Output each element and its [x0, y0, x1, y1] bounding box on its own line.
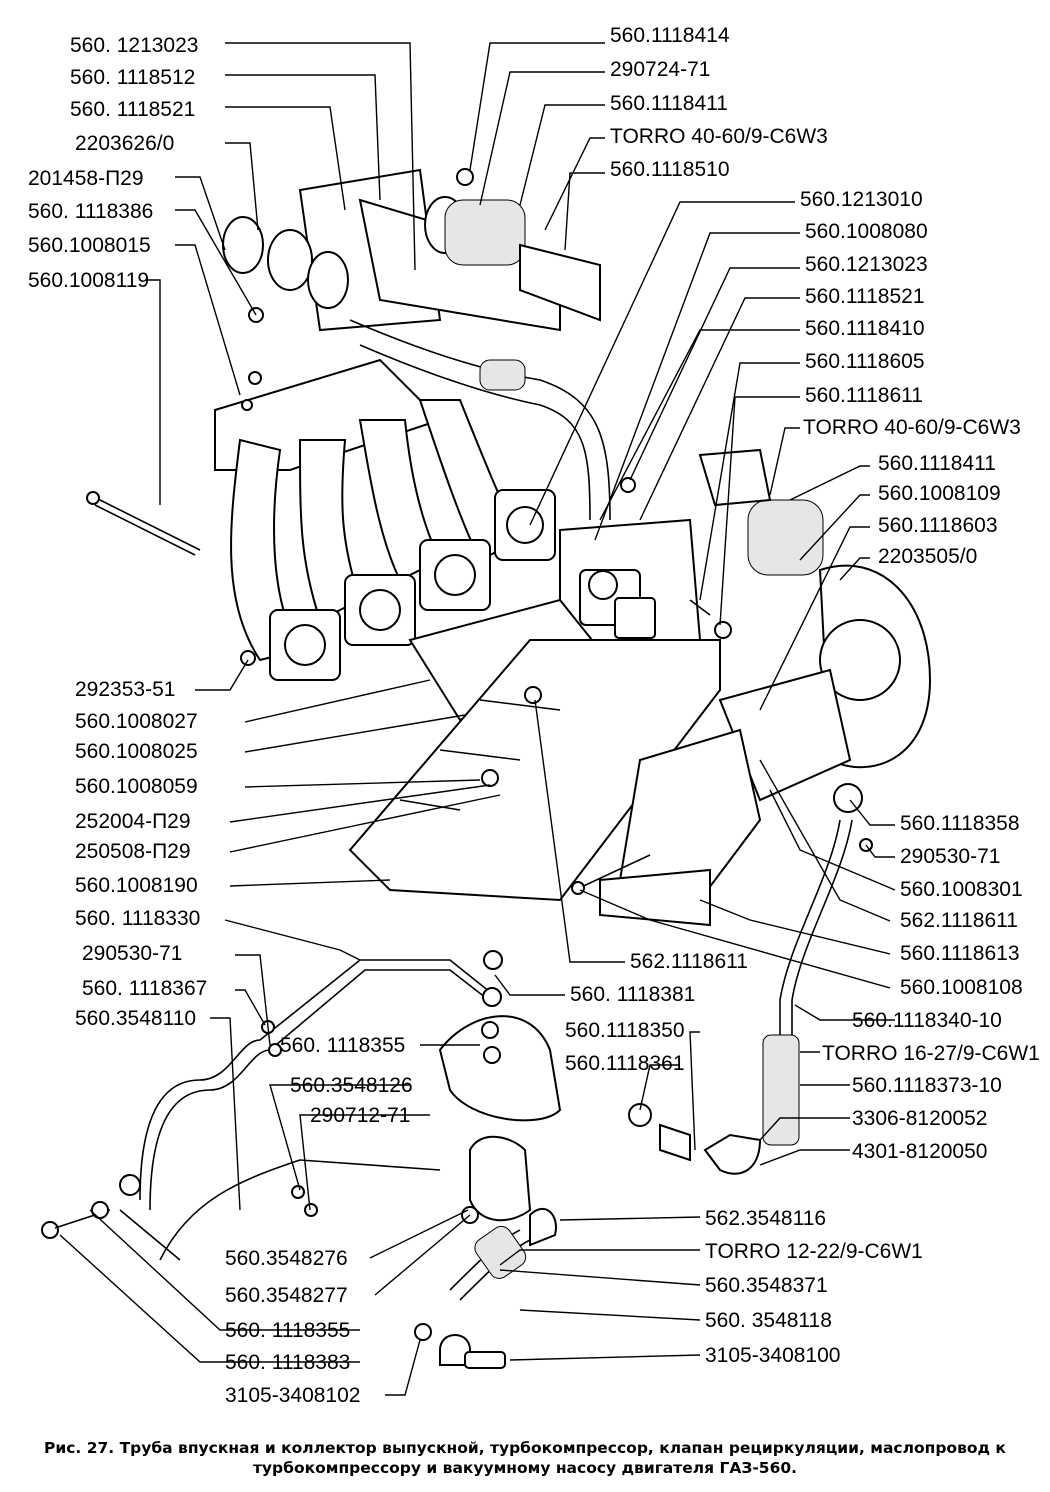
part-label: 560.1213010 [800, 188, 923, 211]
part-label: 560. 1118512 [70, 66, 195, 89]
part-label: 560.1213023 [805, 253, 928, 276]
part-label: 560.1008015 [28, 234, 151, 257]
part-label: 560.3548110 [75, 1007, 196, 1030]
part-label: TORRO 40-60/9-C6W3 [803, 416, 1021, 439]
part-label: 560.1118521 [805, 285, 925, 308]
turbocharger-drawing [571, 448, 932, 927]
part-label: TORRO 12-22/9-C6W1 [705, 1240, 923, 1263]
part-label: 560.1118605 [805, 350, 925, 373]
caption-line-1: Рис. 27. Труба впускная и коллектор выпу… [44, 1439, 1006, 1457]
part-label: 4301-8120050 [852, 1140, 987, 1163]
part-label: 250508-П29 [75, 840, 191, 863]
part-label: 290724-71 [610, 58, 710, 81]
part-label: 560.1118613 [900, 942, 1020, 965]
part-label: 560.1118411 [878, 452, 996, 475]
part-label: 560.1008108 [900, 976, 1023, 999]
part-label: 560. 1118383 [225, 1351, 350, 1374]
part-label: 560. 1118521 [70, 98, 195, 121]
part-label: 560.3548277 [225, 1284, 348, 1307]
part-label: 3105-3408100 [705, 1344, 840, 1367]
part-label: 560.1008027 [75, 710, 198, 733]
part-label: 201458-П29 [28, 167, 144, 190]
part-label: 560. 1118330 [75, 907, 200, 930]
intake-pipe-drawing [86, 168, 611, 681]
part-label: 560. 1118386 [28, 200, 153, 223]
part-label: 560.1118361 [565, 1052, 685, 1075]
part-label: 560.1008109 [878, 482, 1001, 505]
part-label: 560.1118510 [610, 158, 730, 181]
figure-caption: Рис. 27. Труба впускная и коллектор выпу… [0, 1438, 1050, 1478]
part-label: 290530-71 [82, 942, 182, 965]
exhaust-manifold-drawing [240, 518, 721, 902]
part-label: 560. 1213023 [70, 34, 198, 57]
part-label: 560.3548371 [705, 1274, 828, 1297]
part-label: 560.1118358 [900, 812, 1020, 835]
caption-line-2: турбокомпрессору и вакуумному насосу дви… [252, 1459, 798, 1477]
part-label: 560.1118411 [610, 92, 728, 115]
oil-pipe-drawing [41, 819, 853, 1369]
part-label: 3105-3408102 [225, 1384, 360, 1407]
part-label: 560.1008301 [900, 878, 1023, 901]
part-label: 560. 1118355 [225, 1319, 350, 1342]
part-label: 292353-51 [75, 678, 175, 701]
part-label: 560. 3548118 [705, 1309, 832, 1332]
part-label: 560.1118410 [805, 317, 925, 340]
parts-diagram: 560. 1213023 560. 1118512 560. 1118521 2… [28, 24, 1040, 1407]
part-label: 560.1118603 [878, 514, 998, 537]
leader-lines [59, 42, 896, 1396]
part-label: 560.1118373-10 [852, 1074, 1002, 1097]
part-label: 560.3548126 [290, 1074, 413, 1097]
part-label: 562.1118611 [900, 909, 1018, 932]
part-label: 2203626/0 [75, 132, 174, 155]
part-label: 560.1008059 [75, 775, 198, 798]
part-label: 2203505/0 [878, 545, 977, 568]
part-label: 560.3548276 [225, 1247, 348, 1270]
part-label: 560.1008190 [75, 874, 198, 897]
part-label: 560. 1118367 [82, 977, 207, 1000]
part-label: 560. 1118355 [280, 1034, 405, 1057]
part-label: 560.1008025 [75, 740, 198, 763]
part-label: TORRO 40-60/9-C6W3 [610, 125, 828, 148]
part-label: 560.1118340-10 [852, 1009, 1002, 1032]
part-label: 560.1008080 [805, 220, 928, 243]
part-label: 560.1008119 [28, 269, 149, 292]
part-label: 560.1118350 [565, 1019, 685, 1042]
part-label: TORRO 16-27/9-C6W1 [822, 1042, 1040, 1065]
part-labels: 560. 1213023 560. 1118512 560. 1118521 2… [28, 24, 1040, 1407]
part-label: 560.1118414 [610, 24, 730, 47]
part-label: 562.3548116 [705, 1207, 826, 1230]
part-label: 562.1118611 [630, 950, 748, 973]
part-label: 252004-П29 [75, 810, 191, 833]
part-label: 560. 1118381 [570, 983, 695, 1006]
part-label: 560.1118611 [805, 384, 923, 407]
part-label: 290530-71 [900, 845, 1000, 868]
part-label: 3306-8120052 [852, 1107, 987, 1130]
part-label: 290712-71 [310, 1104, 410, 1127]
